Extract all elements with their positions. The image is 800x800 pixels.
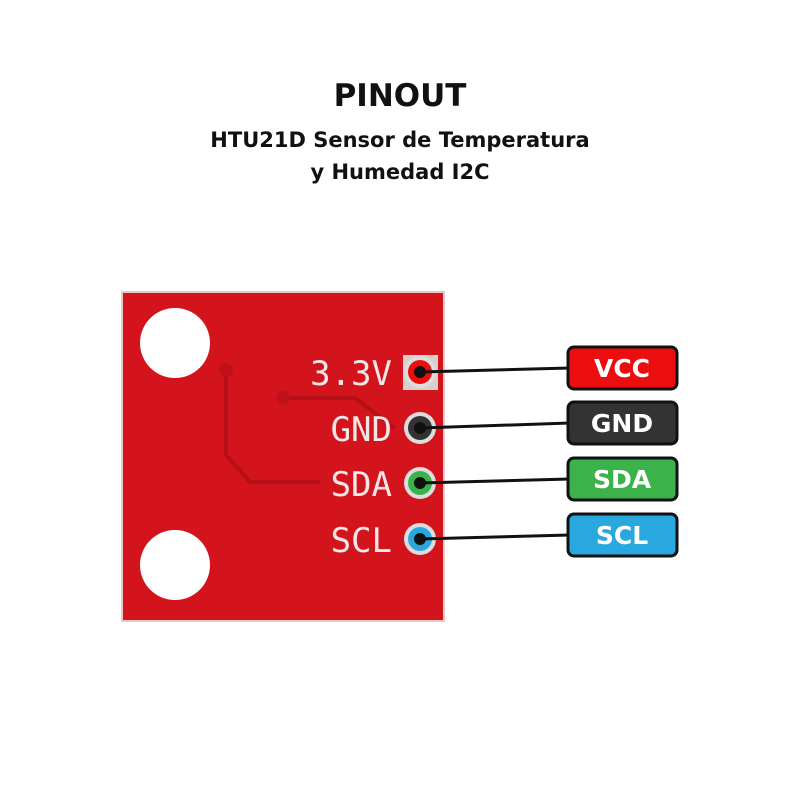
silk-3v3: 3.3V: [310, 354, 392, 394]
via: [219, 363, 233, 377]
pin-label-box-scl: [566, 512, 679, 558]
silk-sda: SDA: [331, 465, 392, 505]
pin-label-gnd: GND: [591, 409, 653, 438]
pcb-trace: [283, 396, 397, 430]
pin-label-sda: SDA: [593, 465, 652, 494]
mounting-hole-bottom: [140, 530, 210, 600]
pin-label-vcc: VCC: [594, 354, 650, 383]
leader-line-scl: [419, 533, 571, 541]
pin-label-box-vcc: [566, 345, 679, 391]
page-title: PINOUT: [333, 78, 467, 114]
pin-label-box-gnd: [566, 400, 679, 446]
via: [276, 391, 290, 405]
pin-label-scl: SCL: [596, 521, 648, 550]
silk-scl: SCL: [331, 521, 392, 561]
pcb-trace: [224, 370, 320, 484]
leader-line-vcc: [419, 366, 571, 374]
silk-gnd: GND: [331, 410, 392, 450]
mounting-hole-top: [140, 308, 210, 378]
subtitle-line-1: HTU21D Sensor de Temperatura: [210, 128, 590, 152]
pin-label-box-sda: [566, 456, 679, 502]
subtitle-line-2: y Humedad I2C: [310, 160, 490, 184]
leader-line-sda: [419, 477, 571, 485]
leader-line-gnd: [419, 421, 571, 430]
